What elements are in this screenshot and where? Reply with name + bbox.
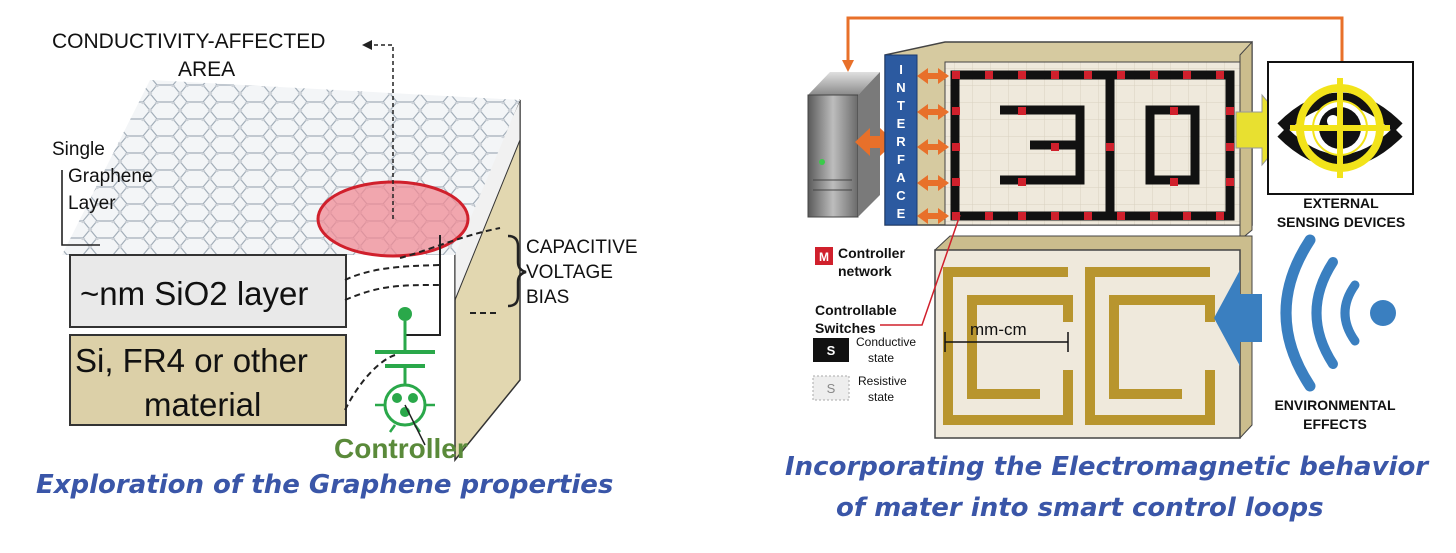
svg-text:R: R	[896, 134, 906, 149]
interface-panel	[884, 54, 918, 226]
substrate-label-2: material	[144, 386, 261, 423]
legend-s-symbol-conductive: S	[827, 343, 836, 358]
svg-text:I: I	[899, 62, 903, 77]
legend-conductive-1: Conductive	[856, 335, 916, 349]
graphene-label-1: Single	[52, 139, 105, 160]
scale-bar	[944, 332, 1069, 352]
controller-capacitor-symbol	[375, 307, 435, 385]
svg-text:T: T	[897, 98, 905, 113]
graphene-diagram: CONDUCTIVITY-AFFECTED AREA Single Graphe…	[52, 30, 638, 464]
feedback-loop-line	[846, 16, 1344, 62]
split-ring-resonator-right	[1085, 267, 1215, 425]
eye-icon	[1277, 78, 1403, 178]
bias-dash-1	[399, 227, 501, 259]
split-ring-resonator-left	[943, 267, 1073, 425]
legend-resistive-2: state	[868, 390, 894, 404]
legend-resistive-swatch	[812, 375, 850, 401]
caption-right-line1: Incorporating the Electromagnetic behavi…	[785, 452, 1429, 482]
controller-wire	[405, 235, 441, 336]
svg-text:C: C	[896, 188, 906, 203]
bias-dash-3	[344, 284, 441, 301]
svg-text:E: E	[897, 206, 906, 221]
bias-label-2: VOLTAGE	[526, 262, 613, 283]
interface-arrows	[917, 68, 949, 224]
legend-resistive-1: Resistive	[858, 374, 907, 388]
legend-conductive-2: state	[868, 351, 894, 365]
graphene-label-2: Graphene	[68, 166, 153, 187]
conductivity-pointer-line	[370, 44, 394, 219]
legend-conductive-swatch	[813, 338, 849, 362]
environmental-label-2: EFFECTS	[1303, 416, 1367, 432]
environment-waves-icon	[1280, 234, 1396, 392]
controller-pointer	[404, 404, 426, 446]
conductivity-label-1: CONDUCTIVITY-AFFECTED	[52, 30, 325, 53]
interface-letters: I N T E R F A C E	[896, 62, 906, 221]
legend-switches-1: Controllable	[815, 302, 897, 318]
switch-pointer-line	[880, 214, 961, 326]
server-icon	[807, 72, 880, 218]
substrate-layer	[69, 334, 347, 426]
external-label-2: SENSING DEVICES	[1277, 214, 1405, 230]
em-control-diagram: I N T E R F A C E	[807, 16, 1414, 439]
bias-label-3: BIAS	[526, 287, 569, 308]
environmental-label-1: ENVIRONMENTAL	[1274, 397, 1396, 413]
svg-text:A: A	[896, 170, 906, 185]
substrate-label-1: Si, FR4 or other	[75, 342, 308, 379]
conductivity-label-2: AREA	[178, 58, 235, 81]
sio2-label: ~nm SiO2 layer	[80, 275, 308, 312]
controller-label: Controller	[334, 433, 468, 464]
legend-m-symbol: M	[819, 250, 829, 264]
legend-controller-2: network	[838, 263, 892, 279]
legend-switches-2: Switches	[815, 320, 876, 336]
bias-brace	[507, 234, 527, 308]
legend-controller-1: Controller	[838, 245, 905, 261]
legend-s-symbol-resistive: S	[827, 381, 836, 396]
controller-nodes	[952, 71, 1234, 220]
legend-m-swatch	[815, 247, 833, 265]
scale-label: mm-cm	[970, 320, 1027, 339]
svg-text:E: E	[897, 116, 906, 131]
svg-text:F: F	[897, 152, 905, 167]
caption-left: Exploration of the Graphene properties	[36, 470, 614, 500]
bias-label-1: CAPACITIVE	[526, 237, 638, 258]
external-label-1: EXTERNAL	[1303, 195, 1379, 211]
environment-arrow	[1214, 270, 1262, 366]
graphene-bracket	[61, 170, 100, 246]
bias-dash-2	[344, 264, 441, 281]
bias-dash-5	[344, 354, 396, 411]
sio2-layer	[69, 254, 347, 328]
graphene-label-3: Layer	[68, 193, 116, 214]
caption-right-line2: of mater into smart control loops	[836, 493, 1324, 523]
svg-text:N: N	[896, 80, 905, 95]
